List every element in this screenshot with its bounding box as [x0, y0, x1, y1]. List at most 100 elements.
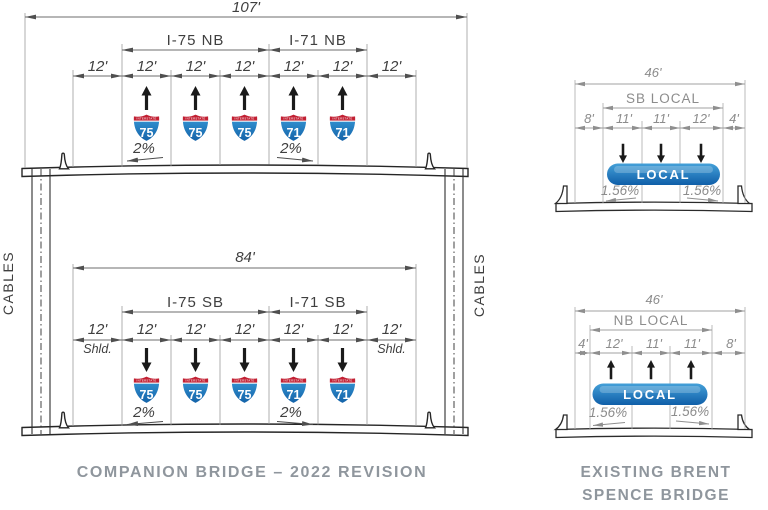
upper-right-barrier: [424, 152, 437, 170]
lane-width-label: 12': [382, 58, 403, 75]
interstate-shield: INTERSTATE 75: [132, 113, 162, 142]
slope-label: 2%: [132, 140, 155, 157]
dim-sb-46: 46': [645, 65, 662, 80]
lane-width-label: 4': [578, 336, 588, 351]
shield-band-text: INTERSTATE: [333, 117, 353, 121]
shield-number: 75: [140, 126, 154, 140]
lane-width-label: 4': [729, 111, 739, 126]
existing-bridge-sb-diagram: 46' SB LOCAL 8' 11' 11' 12' 4' 1.56% 1.5…: [553, 65, 753, 213]
sb-extension-lines: [574, 80, 746, 203]
sb-right-wall: [737, 185, 752, 205]
sb-slope-arrows: [605, 197, 719, 203]
slope-label: 1.56%: [589, 405, 627, 420]
lane-width-label: 12': [284, 58, 305, 75]
lane-width-label: 12': [382, 321, 403, 338]
cables: [31, 169, 464, 434]
label-i75-nb: I-75 NB: [167, 32, 225, 49]
label-sb-local: SB LOCAL: [626, 91, 700, 106]
slope-label: 2%: [279, 140, 302, 157]
lane-width-label: 12': [186, 58, 207, 75]
slope-label: 1.56%: [671, 404, 709, 419]
label-i71-sb: I-71 SB: [289, 294, 346, 311]
existing-bridge-nb-diagram: 46' NB LOCAL 4' 12' 11' 11' 8' 1.56% 1.5…: [553, 292, 753, 439]
caption-companion-bridge: COMPANION BRIDGE – 2022 REVISION: [77, 464, 428, 481]
shield-number: 75: [189, 388, 203, 402]
lane-width-label: 11': [646, 336, 662, 351]
shield-number: 75: [140, 388, 154, 402]
shield-number: 75: [238, 126, 252, 140]
caption-existing-bridge-line2: SPENCE BRIDGE: [582, 487, 730, 504]
shield-number: 71: [287, 126, 301, 140]
dim-roadway-84: 84': [235, 249, 256, 266]
lane-width-label: 12': [606, 336, 623, 351]
shoulder-label-left: Shld.: [83, 342, 112, 356]
slope-label: 2%: [132, 404, 155, 421]
upper-deck-slab: [21, 164, 469, 178]
shield-number: 75: [189, 126, 203, 140]
shield-band-text: INTERSTATE: [284, 379, 304, 383]
lane-width-label: 11': [684, 336, 700, 351]
label-i71-nb: I-71 NB: [289, 32, 347, 49]
shield-band-text: INTERSTATE: [235, 117, 255, 121]
lane-width-label: 12': [284, 321, 305, 338]
lane-width-label: 12': [137, 58, 158, 75]
shield-band-text: INTERSTATE: [137, 117, 157, 121]
lower-traffic-arrows: [141, 348, 348, 372]
nb-right-wall: [737, 414, 752, 431]
lane-width-label: 12': [88, 321, 109, 338]
slope-label: 1.56%: [683, 183, 721, 198]
lane-width-label: 12': [186, 321, 207, 338]
lane-width-label: 12': [333, 58, 354, 75]
dim-nb-46: 46': [646, 292, 663, 307]
nb-traffic-arrows: [607, 360, 695, 380]
sb-structure: [553, 185, 753, 213]
local-badge-label: LOCAL: [623, 387, 677, 402]
interstate-shield: INTERSTATE 71: [279, 113, 309, 142]
shield-number: 71: [336, 126, 350, 140]
lane-width-label: 12': [137, 321, 158, 338]
label-i75-sb: I-75 SB: [167, 294, 224, 311]
lane-width-label: 12': [235, 321, 256, 338]
nb-deck-slab: [555, 427, 753, 439]
lane-width-label: 12': [693, 111, 710, 126]
interstate-shield: INTERSTATE 75: [230, 375, 260, 404]
lane-width-label: 12': [235, 58, 256, 75]
shield-number: 71: [287, 388, 301, 402]
companion-bridge-diagram: CABLES CABLES: [0, 0, 487, 437]
lane-width-label: 11': [653, 111, 669, 126]
shield-band-text: INTERSTATE: [284, 117, 304, 121]
interstate-shield: INTERSTATE 71: [328, 113, 358, 142]
lane-width-label: 12': [88, 58, 109, 75]
dim-overall-107: 107': [232, 0, 261, 16]
local-badge: LOCAL: [607, 163, 720, 185]
lower-deck-slab: [21, 423, 469, 437]
interstate-shield: INTERSTATE 75: [181, 113, 211, 142]
companion-extension-lines: [24, 13, 468, 426]
shield-band-text: INTERSTATE: [186, 117, 206, 121]
slope-label: 2%: [279, 404, 302, 421]
sb-dimension-lines: [575, 81, 745, 131]
shield-number: 75: [238, 388, 252, 402]
caption-existing-bridge-line1: EXISTING BRENT: [580, 464, 731, 481]
cables-label-right: CABLES: [471, 253, 487, 317]
shield-band-text: INTERSTATE: [333, 379, 353, 383]
interstate-shield: INTERSTATE 71: [279, 375, 309, 404]
upper-traffic-arrows: [141, 86, 348, 110]
nb-slope-arrows: [592, 420, 710, 427]
nb-left-wall: [553, 414, 568, 431]
lane-width-label: 8': [726, 336, 736, 351]
cables-label-left: CABLES: [0, 251, 16, 315]
companion-dimension-lines: [24, 14, 467, 343]
shoulder-label-right: Shld.: [377, 342, 406, 356]
shield-band-text: INTERSTATE: [235, 379, 255, 383]
lane-width-label: 12': [333, 321, 354, 338]
lower-right-barrier: [424, 411, 437, 429]
nb-dimension-lines: [575, 308, 745, 356]
sb-traffic-arrows: [619, 143, 705, 163]
lower-left-barrier: [58, 411, 71, 429]
sb-left-wall: [553, 185, 568, 205]
